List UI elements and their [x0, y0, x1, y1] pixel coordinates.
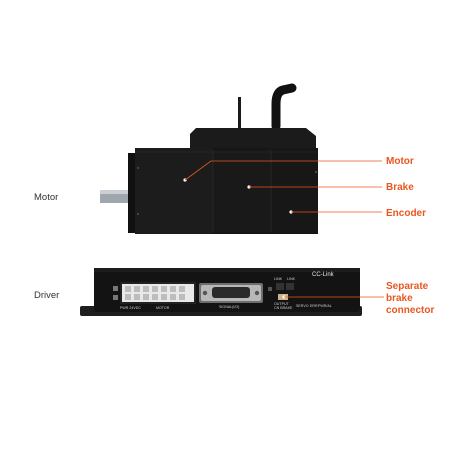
- link-label: LINK: [274, 277, 282, 281]
- separate-brake-line3: connector: [386, 305, 435, 316]
- pwr-al-status-label: PWR/AL: [318, 304, 332, 308]
- motor-port-label: MOTOR: [156, 306, 170, 310]
- separate-brake-line1: Separate: [386, 281, 429, 292]
- signal-io-label: SIGNAL(I/O): [219, 305, 240, 309]
- err-status-label: ERR: [310, 304, 318, 308]
- encoder-callout: Encoder: [386, 208, 427, 219]
- motor-callout: Motor: [386, 156, 414, 167]
- servo-status-label: SERVO: [296, 304, 309, 308]
- link2-label: LINK: [287, 277, 295, 281]
- brake-callout: Brake: [386, 182, 414, 193]
- motor-side-label: Motor: [34, 192, 59, 203]
- pwr-label: PWR 24VDC: [120, 306, 141, 310]
- driver-side-label: Driver: [34, 290, 60, 301]
- separate-brake-line2: brake: [386, 293, 413, 304]
- brake-output-label: OUTPUT: [274, 302, 289, 306]
- cclink-logo: CC-Link: [312, 272, 334, 278]
- brake-cn-label: CN BRAKE: [274, 306, 293, 310]
- separate-brake-callout: Separate brake connector: [386, 281, 434, 317]
